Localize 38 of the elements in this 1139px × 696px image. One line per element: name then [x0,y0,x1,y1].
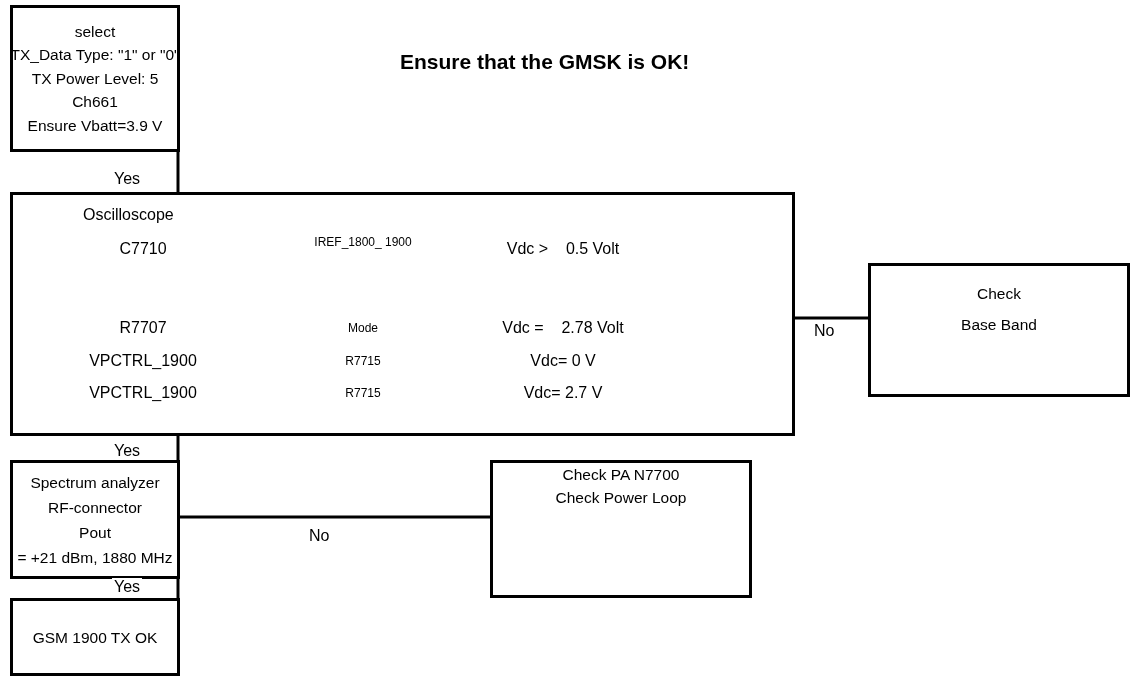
process-box [10,598,180,676]
node-text: select [74,21,116,42]
node-text: Check Power Loop [555,488,687,508]
node-text: Vdc = 2.78 Volt [501,320,625,337]
node-text: Vdc= 2.7 V [522,385,604,402]
node-text: VPCTRL_1900 [88,385,198,402]
connector-line [176,578,180,599]
node-text: C7710 [118,241,168,258]
node-text: Base Band [961,315,1037,335]
node-text: IREF_1800_ 1900 [313,236,413,249]
node-text: Mode [347,322,379,335]
node-text: Check PA N7700 [562,465,680,485]
process-box [868,263,1130,397]
process-box [490,460,752,598]
process-box [10,5,180,152]
process-box [10,192,795,436]
node-text: RF-connector [48,497,142,518]
process-box [10,460,180,579]
node-text: = +21 dBm, 1880 MHz [17,547,173,568]
node-text: TX Power Level: 5 [31,68,159,89]
node-text: Ch661 [72,92,118,113]
node-text: Check [977,284,1021,304]
node-text: R7715 [344,387,382,400]
node-text: Spectrum analyzer [30,472,160,493]
node-text: R7707 [118,320,168,337]
connector-line [176,435,180,461]
node-text: Vdc > 0.5 Volt [505,241,621,258]
diagram-title: Ensure that the GMSK is OK! [400,50,690,74]
connector-line [176,151,180,193]
node-text: Vdc= 0 V [529,353,597,370]
node-text: Ensure Vbatt=3.9 V [27,115,163,136]
connector-line [179,515,491,519]
node-text: Oscilloscope [83,207,174,224]
node-text: Pout [79,522,111,543]
node-text: VPCTRL_1900 [88,353,198,370]
connector-line [794,316,869,320]
node-text: R7715 [344,355,382,368]
node-text: GSM 1900 TX OK [32,627,158,648]
